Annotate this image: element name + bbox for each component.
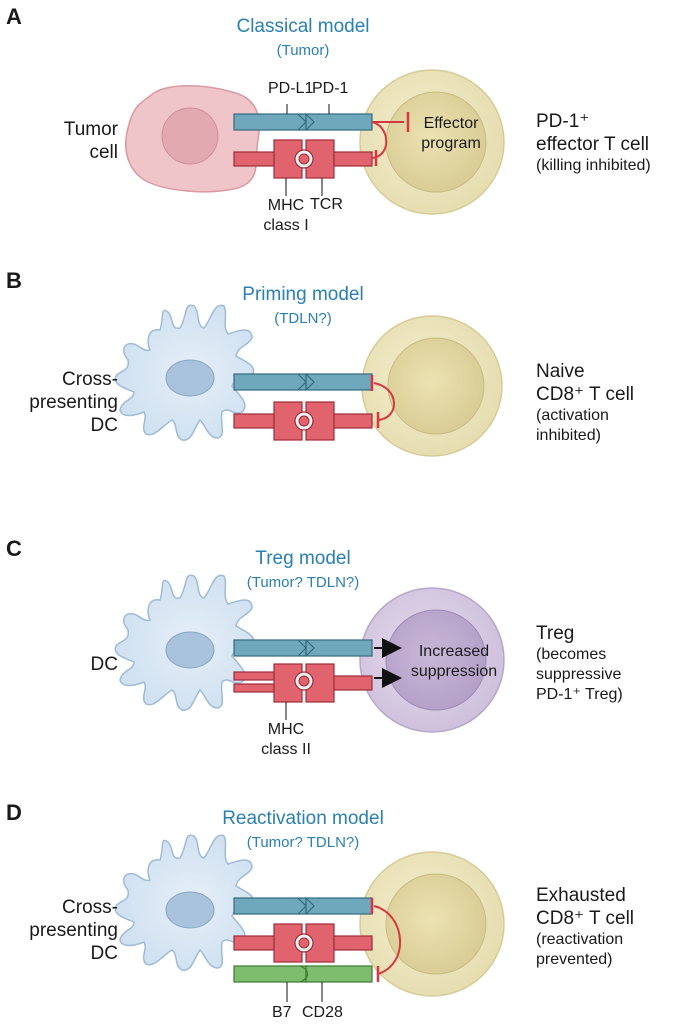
b7-cd28 — [233, 965, 373, 983]
cd28-label: CD28 — [302, 1004, 343, 1021]
b-left-line2: presenting — [29, 392, 118, 413]
panel-c — [114, 574, 505, 733]
mhc-tcr-complex-d — [233, 923, 373, 963]
b-left-line1: Cross- — [62, 369, 118, 390]
d-right-sub1: (reactivation — [536, 931, 624, 948]
b-right-sub2: inhibited) — [536, 427, 601, 444]
dc-nucleus-c — [165, 631, 215, 669]
b-right-sub1: (activation — [536, 407, 609, 424]
d-left-line1: Cross- — [62, 897, 118, 918]
b-right-line1: Naive — [536, 361, 585, 382]
c-right-sub3: PD-1⁺ Treg) — [536, 686, 623, 703]
panel-d-title: Reactivation model — [222, 808, 384, 829]
panel-d-left-label: Cross- presenting DC — [10, 896, 118, 965]
panel-d-subtitle: (Tumor? TDLN?) — [246, 834, 360, 851]
panel-c-subtitle: (Tumor? TDLN?) — [246, 574, 360, 591]
effector-program-text: Effector program — [410, 114, 492, 154]
mhc-class-i-label: MHC class I — [238, 196, 334, 236]
mhc2-tcr-complex — [233, 663, 373, 703]
mhc-line1: MHC — [267, 197, 305, 214]
dc-nucleus-b — [165, 359, 215, 397]
c-right-line1: Treg — [536, 623, 575, 644]
pd-1-bar — [305, 113, 373, 131]
mhc-tcr-complex-b — [233, 401, 373, 441]
mhc2-line2: class II — [261, 741, 311, 758]
panel-b — [114, 304, 503, 457]
pd-1-label: PD-1 — [312, 80, 349, 97]
pd-l1-label: PD-L1 — [268, 80, 314, 97]
panel-c-left-label: DC — [40, 653, 118, 676]
d-left-line3: DC — [90, 943, 118, 964]
b-left-line3: DC — [90, 415, 118, 436]
mhc-tcr-complex — [233, 139, 373, 179]
d-right-line2: CD8⁺ T cell — [536, 908, 635, 929]
panel-a-subtitle: (Tumor) — [276, 42, 330, 59]
increased-suppression-text: Increased suppression — [398, 642, 510, 682]
a-right-sub: (killing inhibited) — [536, 157, 651, 174]
d-right-line1: Exhausted — [536, 885, 626, 906]
d-left-line2: presenting — [29, 920, 118, 941]
treg-inner — [385, 609, 487, 711]
suppression-line1: Increased — [418, 643, 490, 660]
panel-a-title: Classical model — [236, 16, 370, 37]
pd-l1-bar — [233, 113, 307, 131]
tcr-label: TCR — [310, 196, 343, 213]
tumor-label-line2: cell — [89, 142, 118, 163]
suppression-line2: suppression — [410, 663, 498, 680]
tumor-label-line1: Tumor — [63, 119, 118, 140]
panel-a-letter: A — [6, 4, 22, 29]
panel-b-subtitle: (TDLN?) — [274, 310, 332, 327]
c-right-sub2: suppressive — [536, 666, 622, 683]
panel-b-letter: B — [6, 268, 22, 293]
mhc-line2: class I — [263, 217, 309, 234]
mhc-class-ii-label: MHC class II — [238, 720, 334, 760]
t-cell-inner-d — [385, 873, 487, 975]
panel-d-right-label: Exhausted CD8⁺ T cell (reactivation prev… — [536, 884, 634, 970]
b-right-line2: CD8⁺ T cell — [536, 384, 635, 405]
panel-c-letter: C — [6, 536, 22, 561]
tumor-nucleus — [161, 107, 219, 165]
panel-c-right-label: Treg (becomes suppressive PD-1⁺ Treg) — [536, 622, 623, 705]
panel-b-right-label: Naive CD8⁺ T cell (activation inhibited) — [536, 360, 634, 446]
mhc2-line1: MHC — [267, 721, 305, 738]
effector-line1: Effector — [423, 115, 479, 132]
panel-d-letter: D — [6, 800, 22, 825]
c-right-sub1: (becomes — [536, 646, 607, 663]
dc-nucleus-d — [165, 891, 215, 929]
panel-b-left-label: Cross- presenting DC — [10, 368, 118, 437]
panel-c-title: Treg model — [255, 548, 351, 569]
a-right-line1: PD-1⁺ — [536, 111, 590, 132]
d-right-sub2: prevented) — [536, 951, 613, 968]
tumor-cell-label: Tumor cell — [40, 118, 118, 164]
a-right-line2: effector T cell — [536, 134, 650, 155]
t-cell-inner-b — [387, 337, 485, 435]
b7-label: B7 — [272, 1004, 292, 1021]
panel-a-right-label: PD-1⁺ effector T cell (killing inhibited… — [536, 110, 651, 176]
effector-line2: program — [421, 135, 481, 152]
panel-d — [114, 834, 505, 1002]
panel-b-title: Priming model — [242, 284, 364, 305]
c-left-line1: DC — [90, 654, 118, 675]
panel-a — [125, 69, 505, 215]
